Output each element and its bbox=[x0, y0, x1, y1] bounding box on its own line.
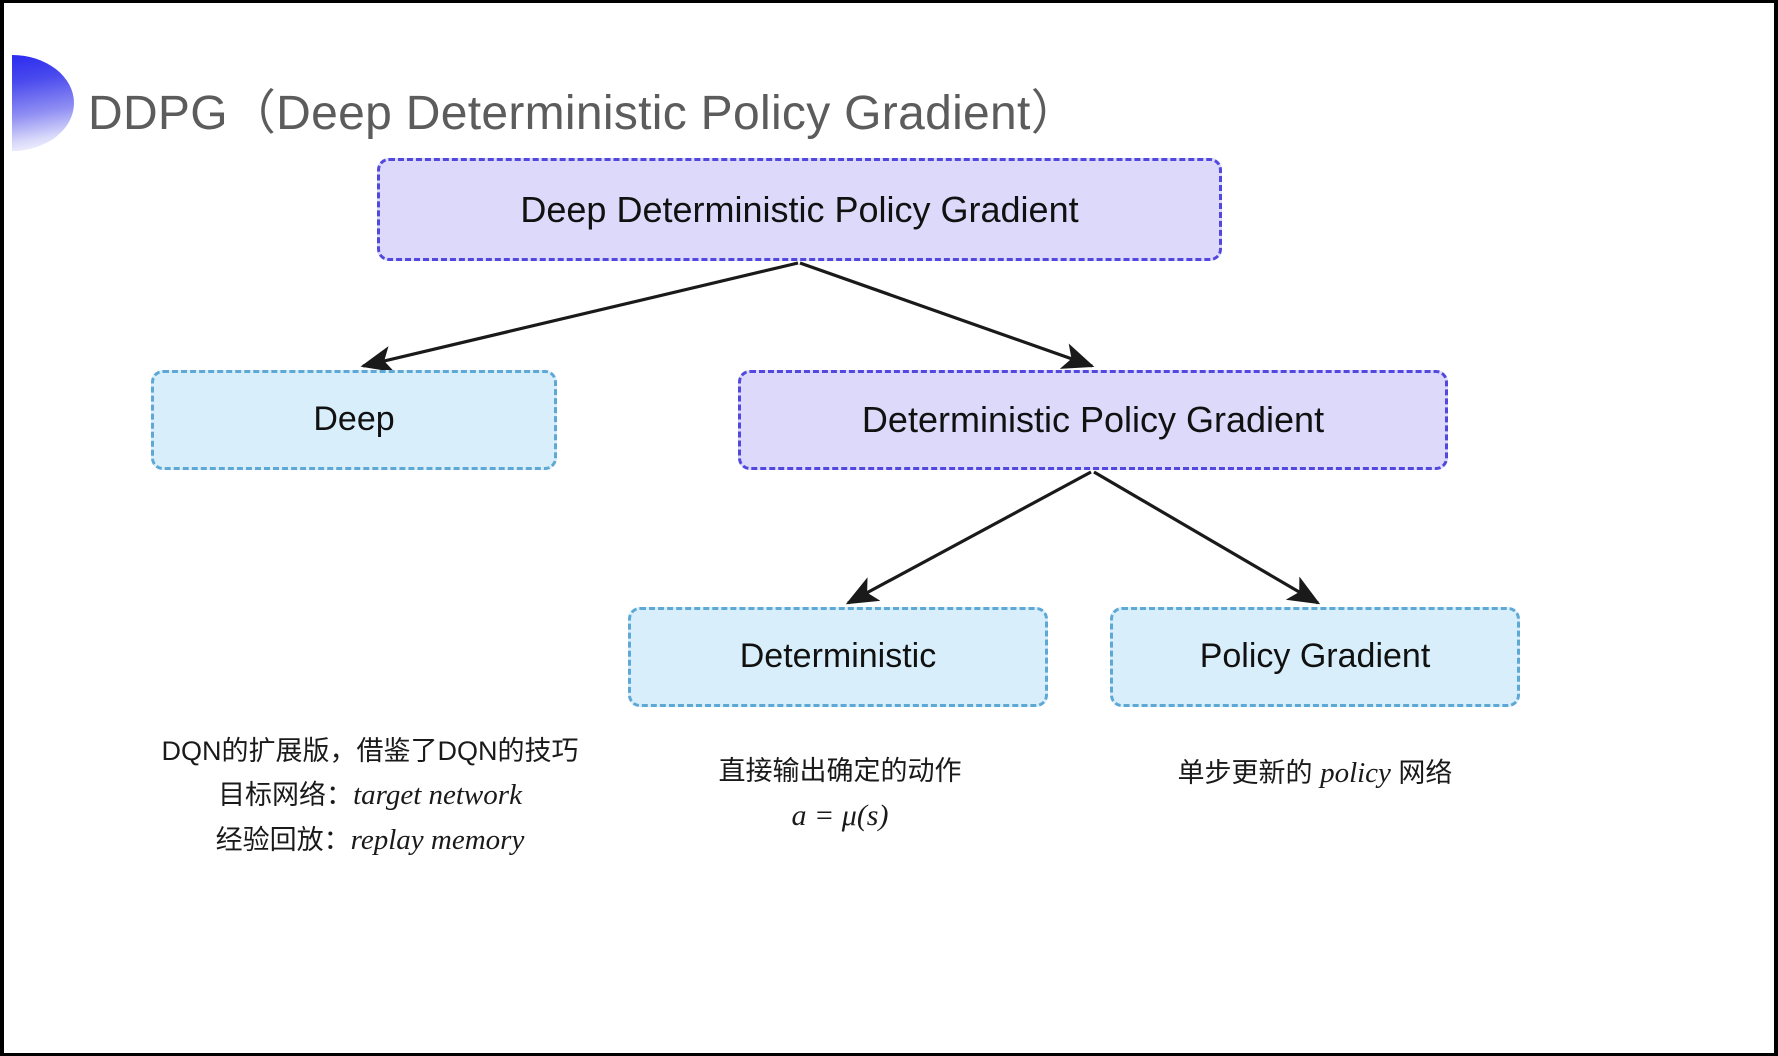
caption-deep-line3-term: replay memory bbox=[350, 823, 525, 856]
caption-deep-line2-term: target network bbox=[353, 778, 522, 811]
page-title: DDPG（Deep Deterministic Policy Gradient） bbox=[88, 87, 1079, 140]
caption-deterministic-line1: 直接输出确定的动作 bbox=[718, 756, 962, 786]
caption-policy-gradient: 单步更新的 policy 网络 bbox=[1110, 751, 1520, 796]
half-circle-gradient-icon bbox=[12, 55, 74, 151]
letterbox-left bbox=[0, 3, 4, 1053]
node-deterministic[interactable]: Deterministic bbox=[628, 607, 1048, 707]
caption-deterministic: 直接输出确定的动作 a = μ(s) bbox=[635, 751, 1045, 839]
caption-deep-line3: 经验回放：replay memory bbox=[90, 818, 650, 863]
caption-deep-line2-label: 目标网络： bbox=[218, 779, 354, 810]
edge-root-to-dpg bbox=[799, 261, 1095, 369]
node-policy-gradient[interactable]: Policy Gradient bbox=[1110, 607, 1520, 707]
caption-deep: DQN的扩展版，借鉴了DQN的技巧 目标网络：target network 经验… bbox=[90, 731, 650, 863]
caption-deep-line3-label: 经验回放： bbox=[215, 824, 351, 855]
caption-deep-line2: 目标网络：target network bbox=[90, 773, 650, 818]
caption-deterministic-formula: a = μ(s) bbox=[791, 798, 889, 832]
caption-policy-gradient-suffix: 网络 bbox=[1390, 758, 1453, 788]
letterbox-right bbox=[1774, 3, 1778, 1053]
caption-policy-gradient-line2: policy 网络 bbox=[1320, 757, 1453, 789]
node-deterministic-policy-gradient[interactable]: Deterministic Policy Gradient bbox=[738, 370, 1448, 470]
caption-policy-gradient-line1: 单步更新的 bbox=[1177, 758, 1313, 788]
node-deep[interactable]: Deep bbox=[151, 370, 557, 470]
edge-dpg-to-policy-gradient bbox=[1093, 470, 1321, 605]
caption-deep-line1: DQN的扩展版，借鉴了DQN的技巧 bbox=[161, 736, 579, 766]
node-deep-deterministic-policy-gradient[interactable]: Deep Deterministic Policy Gradient bbox=[377, 158, 1222, 261]
edge-root-to-deep bbox=[360, 261, 799, 373]
edge-dpg-to-deterministic bbox=[845, 470, 1092, 605]
caption-policy-gradient-term: policy bbox=[1320, 757, 1391, 789]
